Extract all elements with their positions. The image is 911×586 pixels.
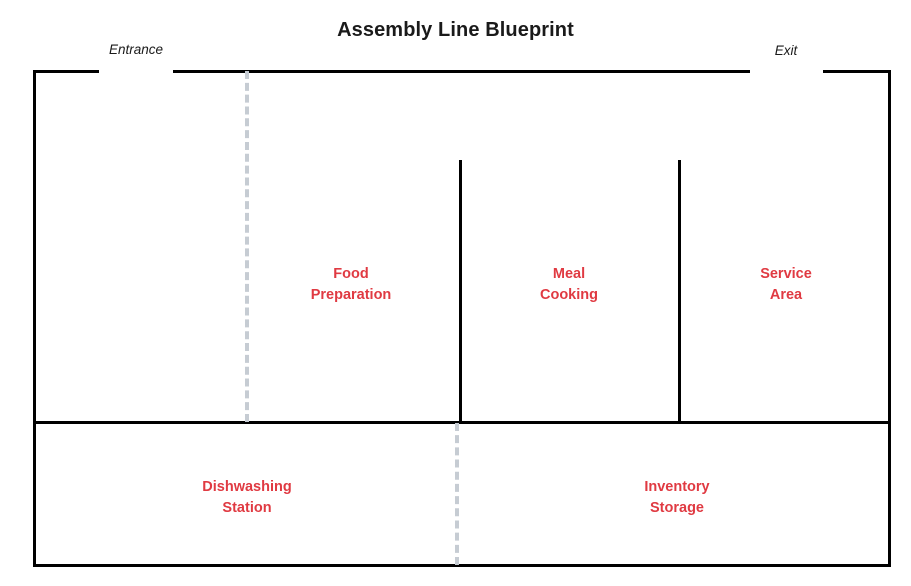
zone-label-meal-cooking: Meal Cooking bbox=[540, 266, 598, 303]
zone-label-dishwashing-station: Dishwashing Station bbox=[202, 479, 292, 516]
wall-top-left-segment bbox=[33, 70, 99, 73]
wall-divider-prep-cook bbox=[459, 160, 462, 422]
page-title: Assembly Line Blueprint bbox=[337, 19, 574, 41]
wall-left bbox=[33, 70, 36, 567]
exit-label: Exit bbox=[774, 43, 798, 58]
wall-bottom bbox=[33, 564, 891, 567]
flow-line-lower bbox=[455, 423, 459, 565]
zone-label-inventory-storage: Inventory Storage bbox=[644, 479, 710, 516]
zone-label-food-preparation: Food Preparation bbox=[310, 266, 392, 303]
zone-label-service-area: Service Area bbox=[760, 266, 812, 303]
flow-line-upper bbox=[245, 71, 249, 422]
wall-right bbox=[888, 70, 891, 567]
wall-top-right-segment bbox=[823, 70, 891, 73]
wall-divider-horizontal bbox=[33, 421, 891, 424]
wall-top-middle-segment bbox=[173, 70, 750, 73]
wall-divider-cook-serve bbox=[678, 160, 681, 422]
entrance-label: Entrance bbox=[108, 42, 164, 57]
